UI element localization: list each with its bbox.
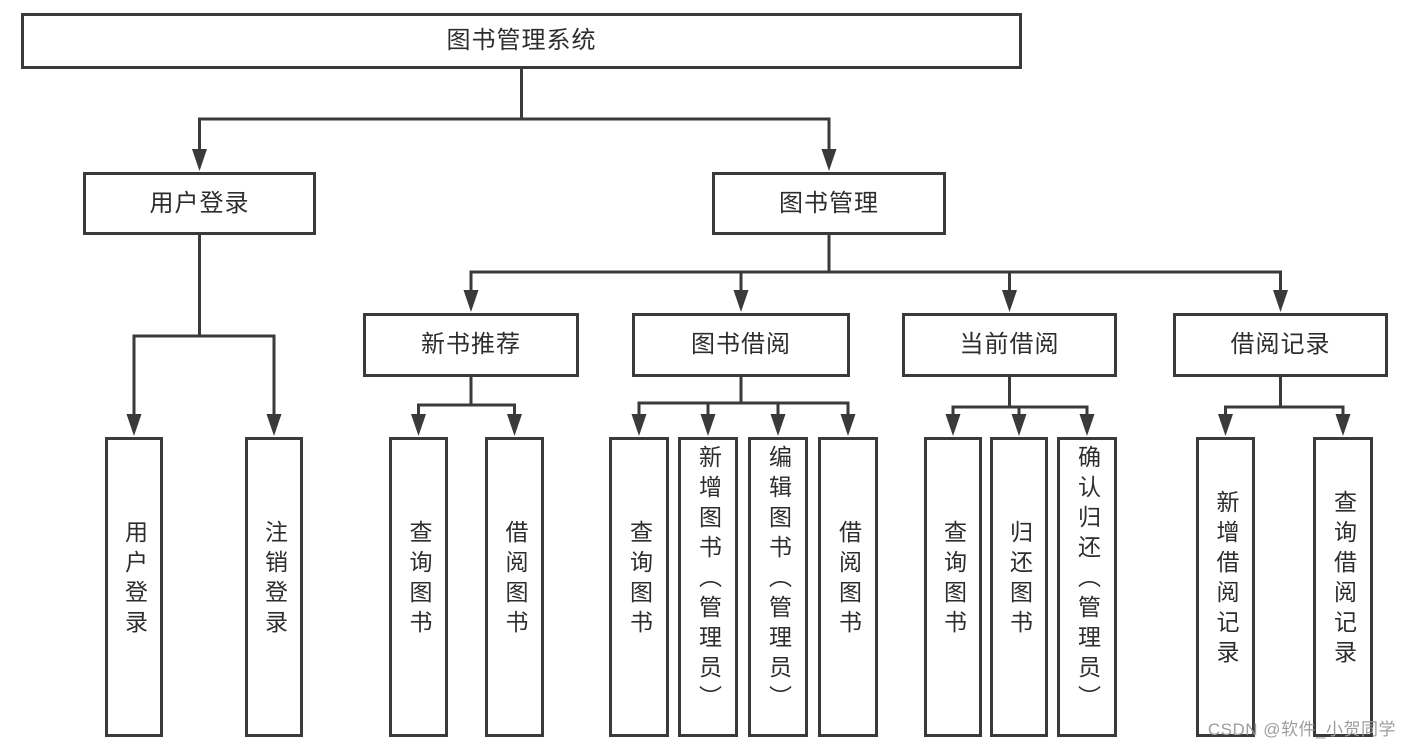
arrowhead-to-leaf-add-borrow-record — [1218, 414, 1233, 436]
arrowhead-to-current-borrow — [1002, 290, 1017, 312]
connector-book-mgmt — [469, 235, 1282, 294]
arrowhead-to-leaf-query-book-current — [945, 414, 961, 436]
arrowhead-to-leaf-query-borrow-record — [1335, 414, 1351, 436]
arrowhead-to-leaf-add-book — [700, 414, 716, 436]
connector-borrow-record — [1224, 377, 1345, 418]
node-leaf-confirm-return: 确认归还（管理员） — [1057, 437, 1117, 737]
node-label: 确认归还（管理员） — [1074, 445, 1101, 715]
node-leaf-add-borrow-record: 新增借阅记录 — [1196, 437, 1255, 737]
connector-new-book-rec — [417, 377, 516, 418]
arrowhead-to-leaf-user-login — [126, 414, 142, 436]
node-label: 用户登录 — [149, 189, 250, 217]
node-leaf-borrow-book-borrow: 借阅图书 — [818, 437, 878, 737]
node-leaf-borrow-book-new: 借阅图书 — [485, 437, 544, 737]
node-leaf-user-login: 用户登录 — [105, 437, 163, 737]
arrowhead-to-leaf-edit-book — [770, 414, 786, 436]
node-label: 借阅记录 — [1230, 331, 1331, 358]
node-label: 借阅图书 — [835, 520, 862, 640]
node-leaf-return-book: 归还图书 — [990, 437, 1048, 737]
node-label: 新增图书（管理员） — [695, 445, 722, 715]
node-label: 查询图书 — [626, 520, 653, 640]
node-leaf-logout: 注销登录 — [245, 437, 303, 737]
node-label: 图书管理 — [779, 189, 879, 217]
node-label: 查询图书 — [940, 520, 967, 640]
connector-root — [198, 69, 831, 153]
node-label: 新增借阅记录 — [1213, 490, 1239, 670]
node-leaf-add-book: 新增图书（管理员） — [678, 437, 738, 737]
node-leaf-query-book-borrow: 查询图书 — [609, 437, 669, 737]
node-label: 注销登录 — [261, 520, 288, 640]
arrowhead-to-user-login-group — [192, 149, 207, 171]
node-new-book-rec: 新书推荐 — [363, 313, 579, 377]
node-label: 编辑图书（管理员） — [765, 445, 792, 715]
node-user-login-group: 用户登录 — [83, 172, 316, 235]
connector-book-borrow — [637, 377, 850, 418]
node-book-borrow: 图书借阅 — [632, 313, 850, 377]
arrowhead-to-leaf-logout — [266, 414, 282, 436]
arrowhead-to-leaf-borrow-book-new — [507, 414, 522, 436]
node-leaf-query-book-current: 查询图书 — [924, 437, 982, 737]
arrowhead-to-new-book-rec — [463, 290, 479, 312]
node-label: 新书推荐 — [421, 331, 521, 358]
node-leaf-query-book-new: 查询图书 — [389, 437, 448, 737]
node-root: 图书管理系统 — [21, 13, 1022, 69]
watermark: CSDN @软件_小贺同学 — [1207, 720, 1396, 739]
arrowhead-to-leaf-borrow-book-borrow — [840, 414, 856, 436]
node-label: 查询借阅记录 — [1330, 490, 1357, 670]
arrowhead-to-book-mgmt — [821, 149, 837, 171]
node-label: 用户登录 — [121, 520, 148, 640]
node-leaf-edit-book: 编辑图书（管理员） — [748, 437, 808, 737]
node-label: 当前借阅 — [959, 331, 1060, 358]
node-borrow-record: 借阅记录 — [1173, 313, 1388, 377]
arrowhead-to-leaf-confirm-return — [1079, 414, 1095, 436]
node-current-borrow: 当前借阅 — [902, 313, 1117, 377]
node-label: 图书借阅 — [691, 331, 791, 358]
arrowhead-to-borrow-record — [1273, 290, 1288, 312]
node-label: 借阅图书 — [502, 520, 528, 640]
node-label: 查询图书 — [406, 520, 432, 640]
node-label: 归还图书 — [1006, 520, 1033, 640]
connector-user-login-group — [132, 235, 276, 418]
node-leaf-query-borrow-record: 查询借阅记录 — [1313, 437, 1373, 737]
connector-current-borrow — [951, 377, 1089, 418]
node-book-mgmt: 图书管理 — [712, 172, 946, 235]
arrowhead-to-leaf-return-book — [1011, 414, 1027, 436]
arrowhead-to-book-borrow — [733, 290, 749, 312]
node-label: 图书管理系统 — [446, 27, 597, 54]
arrowhead-to-leaf-query-book-new — [411, 414, 426, 436]
arrowhead-to-leaf-query-book-borrow — [631, 414, 647, 436]
